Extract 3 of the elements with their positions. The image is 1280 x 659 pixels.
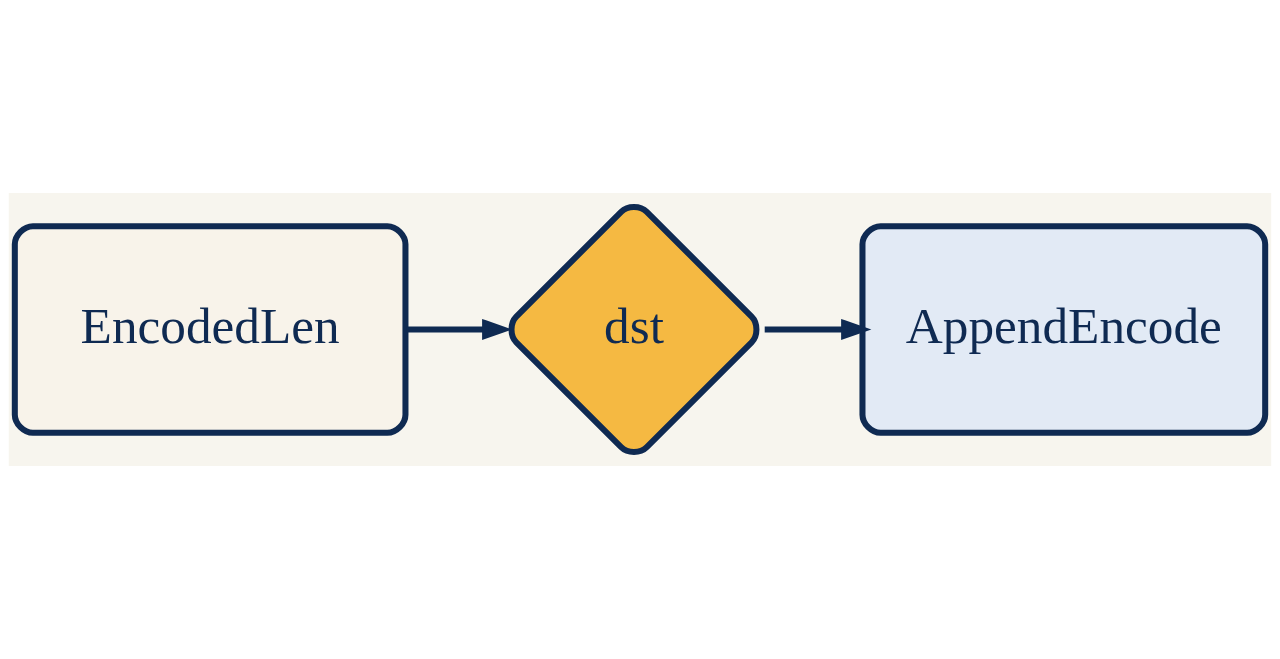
node-box: EncodedLen bbox=[11, 223, 409, 436]
node-box: AppendEncode bbox=[859, 223, 1269, 436]
arrow bbox=[764, 318, 872, 341]
